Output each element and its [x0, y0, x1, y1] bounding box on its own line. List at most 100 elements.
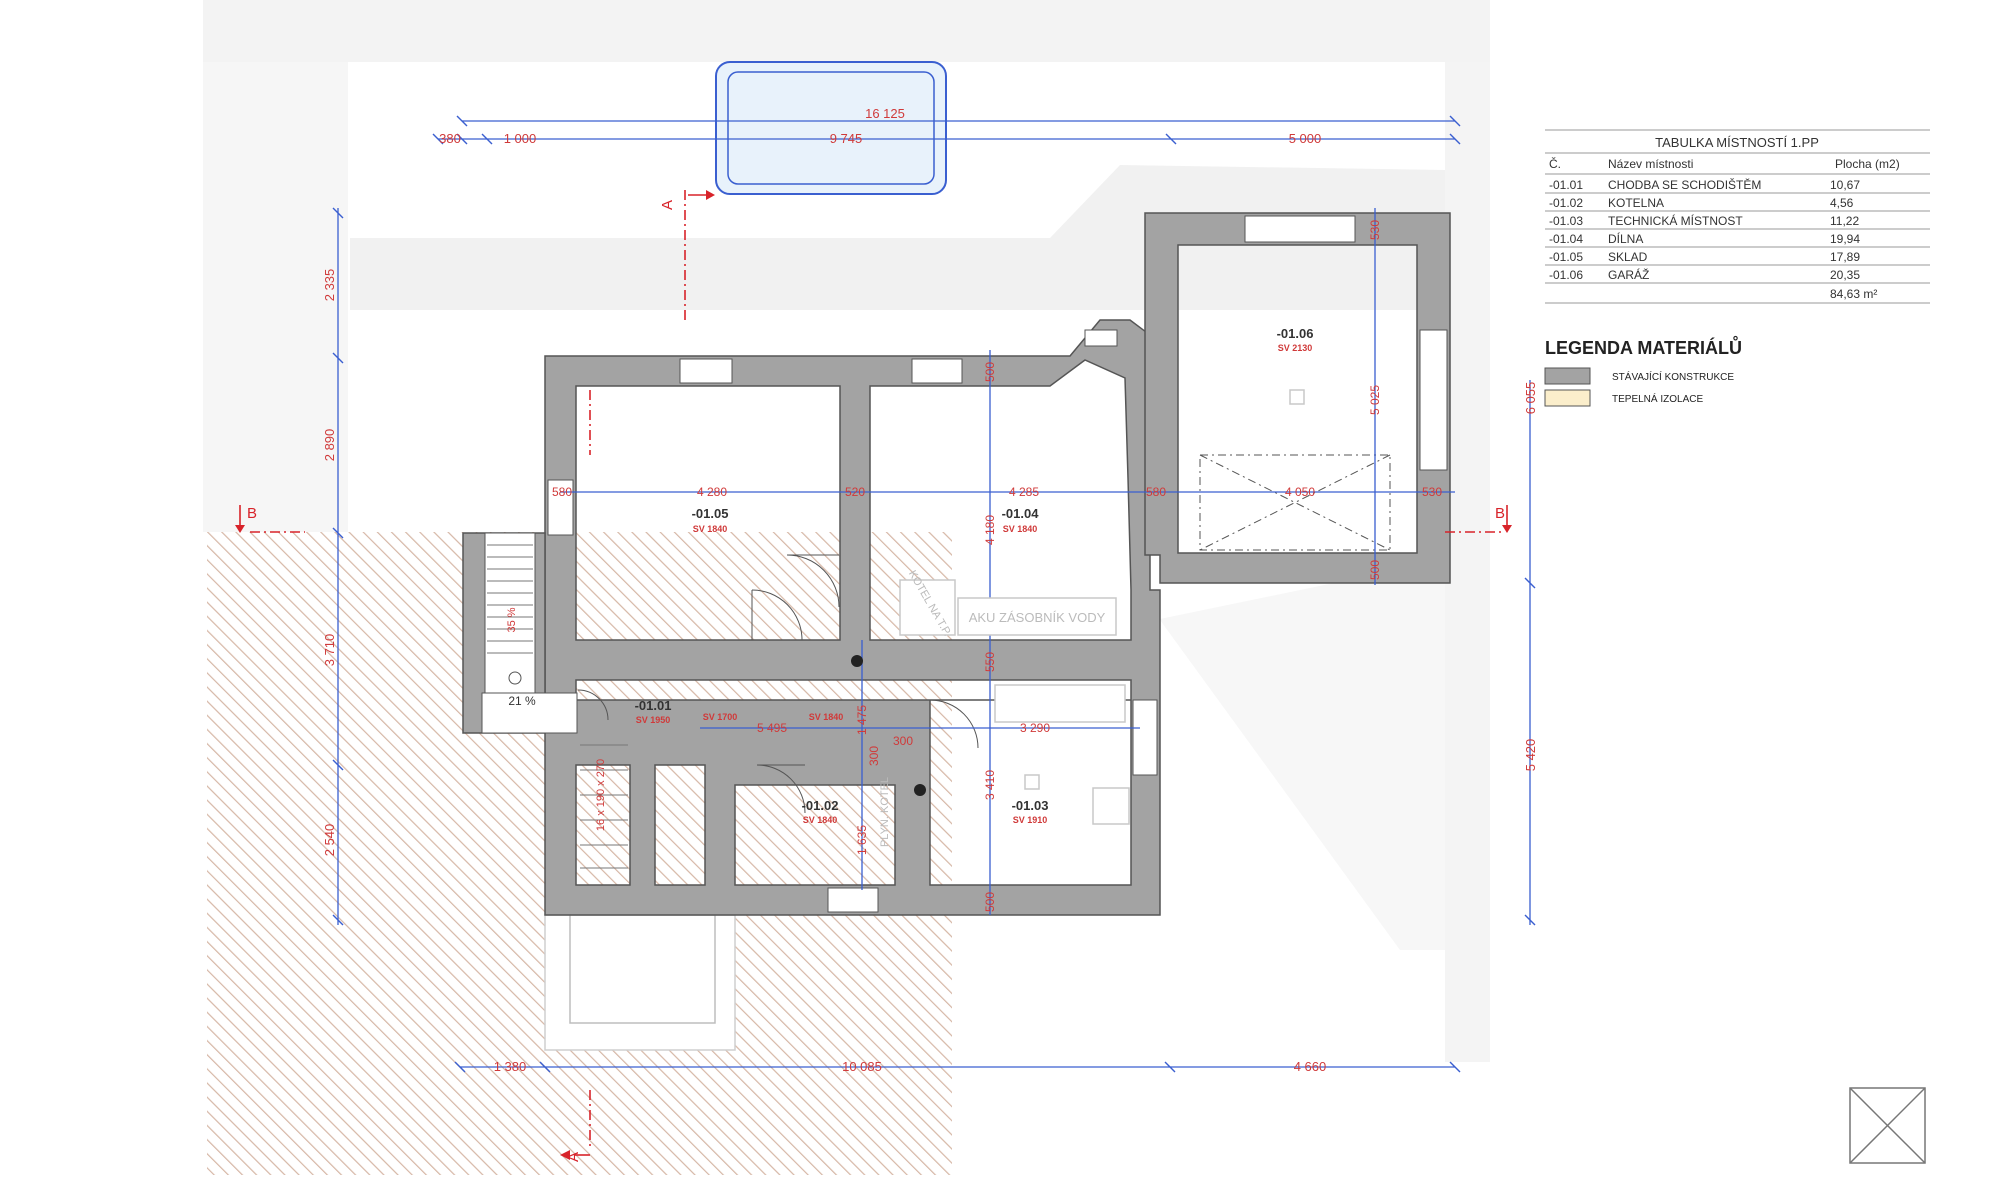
- corridor-sv-1840: SV 1840: [809, 712, 844, 722]
- boiler-ntp: [899, 579, 956, 636]
- dim-top-380: 380: [439, 131, 461, 146]
- dimension-ticks: [332, 115, 1536, 1073]
- pipe-nodes: [508, 655, 926, 796]
- stair-spec-label: 16 x 190 x 270: [595, 759, 607, 831]
- site-strip-top: [203, 0, 1490, 62]
- dim-right-5420: 5 420: [1523, 739, 1538, 772]
- room-id-01-05: -01.05: [692, 506, 729, 521]
- room-sv-01-03: SV 1910: [1013, 815, 1048, 825]
- tech-unit: [1092, 787, 1130, 825]
- table-row-5-no: -01.05: [1549, 250, 1583, 264]
- north-symbol: [1849, 1087, 1926, 1164]
- legend-swatch-insulation: [1544, 389, 1591, 407]
- dim-h-550: 550: [983, 652, 997, 672]
- legend-label-existing: STÁVAJÍCÍ KONSTRUKCE: [1612, 370, 1734, 383]
- exterior-step: [569, 914, 716, 1024]
- dim-top-total: 16 125: [865, 106, 905, 121]
- dim-h-300: 300: [867, 746, 881, 766]
- window-01-02-bottom: [827, 887, 879, 913]
- room-id-01-04: -01.04: [1002, 506, 1040, 521]
- dim-w-4050: 4 050: [1285, 485, 1315, 499]
- room-id-01-01: -01.01: [635, 698, 672, 713]
- dim-top-1000: 1 000: [504, 131, 537, 146]
- legend-title: LEGENDA MATERIÁLŮ: [1545, 336, 1742, 358]
- pool-inner: [727, 71, 935, 185]
- dim-w-4280: 4 280: [697, 485, 727, 499]
- dim-h-3410: 3 410: [983, 770, 997, 800]
- dim-h-500a: 500: [983, 362, 997, 382]
- site-right-slope: [1155, 560, 1445, 950]
- dim-w-520: 520: [845, 485, 865, 499]
- room-table-rows: -01.01 CHODBA SE SCHODIŠTĚM 10,67 -01.02…: [1545, 177, 1930, 304]
- table-row-4-name: DÍLNA: [1608, 231, 1643, 246]
- aku-label: AKU ZÁSOBNÍK VODY: [969, 610, 1106, 625]
- dim-bottom-10085: 10 085: [842, 1059, 882, 1074]
- section-a-top: A: [659, 200, 676, 210]
- garage-door-zone: [1199, 454, 1391, 551]
- dim-h-4180: 4 180: [983, 515, 997, 545]
- dim-w-4285: 4 285: [1009, 485, 1039, 499]
- dim-bottom-4660: 4 660: [1294, 1059, 1327, 1074]
- table-row-6-area: 20,35: [1830, 268, 1860, 282]
- room-id-01-06: -01.06: [1277, 326, 1314, 341]
- dim-h-500b: 500: [983, 892, 997, 912]
- table-row-5-name: SKLAD: [1608, 250, 1648, 264]
- corridor-sv-1700: SV 1700: [703, 712, 738, 722]
- dim-w-580b: 580: [1146, 485, 1166, 499]
- legend-label-insulation: TEPELNÁ IZOLACE: [1612, 392, 1703, 405]
- window-01-05-left: [547, 479, 574, 536]
- table-row-2-area: 4,56: [1830, 196, 1854, 210]
- dim-left-2890: 2 890: [322, 429, 337, 462]
- site-right-area: [1445, 62, 1490, 1062]
- dim-left-3710: 3 710: [322, 634, 337, 667]
- dim-top-9745: 9 745: [830, 131, 863, 146]
- legend-swatch-existing: [1544, 367, 1591, 385]
- window-bay: [1084, 329, 1118, 347]
- room-sv-01-04: SV 1840: [1003, 524, 1038, 534]
- dim-h-1635: 1 635: [855, 825, 869, 855]
- dim-w-530: 530: [1422, 485, 1442, 499]
- room-table: TABULKA MÍSTNOSTÍ 1.PP Č. Název místnost…: [1545, 129, 1930, 304]
- table-row-3-name: TECHNICKÁ MÍSTNOST: [1608, 213, 1743, 228]
- tech-drain: [1024, 774, 1040, 790]
- dim-right-6055: 6 055: [1523, 382, 1538, 415]
- doors: [577, 554, 979, 814]
- table-total: 84,63 m²: [1830, 287, 1877, 301]
- dim-h-5025: 5 025: [1368, 385, 1382, 415]
- plyn-kotel-label: PLYN. KOTEL: [879, 777, 891, 847]
- wall-garage: [1144, 212, 1451, 584]
- table-row-3-no: -01.03: [1549, 214, 1583, 228]
- table-row-3-area: 11,22: [1830, 214, 1859, 228]
- room-table-header-no: Č.: [1549, 156, 1561, 171]
- room-sv-01-02: SV 1840: [803, 815, 838, 825]
- slope-35-label: 35 %: [506, 607, 518, 632]
- dim-h-530: 530: [1368, 220, 1382, 240]
- room-table-header-name: Název místnosti: [1608, 157, 1693, 171]
- room-sv-01-01: SV 1950: [636, 715, 671, 725]
- room-id-01-02: -01.02: [802, 798, 839, 813]
- aku-tank: [957, 597, 1117, 636]
- room-id-01-03: -01.03: [1012, 798, 1049, 813]
- slope-21-label: 21 %: [508, 694, 536, 708]
- table-row-1-area: 10,67: [1830, 178, 1860, 192]
- room-sv-01-05: SV 1840: [693, 524, 728, 534]
- dim-w-300: 300: [893, 734, 913, 748]
- window-garage-top: [1244, 215, 1356, 243]
- dim-h-500c: 500: [1368, 560, 1382, 580]
- stair-landing: [481, 692, 578, 734]
- dim-bottom-1380: 1 380: [494, 1059, 527, 1074]
- window-01-03-right: [1132, 699, 1158, 776]
- room-sv-01-06: SV 2130: [1278, 343, 1313, 353]
- dim-h-1475: 1 475: [855, 705, 869, 735]
- table-row-6-name: GARÁŽ: [1608, 267, 1649, 282]
- table-row-2-no: -01.02: [1549, 196, 1583, 210]
- table-row-5-area: 17,89: [1830, 250, 1860, 264]
- windows: [547, 215, 1448, 913]
- fixtures: [899, 389, 1305, 825]
- window-01-04: [911, 358, 963, 384]
- walls: [462, 212, 1451, 916]
- window-garage-right: [1419, 329, 1448, 471]
- exterior-stair: [484, 532, 536, 694]
- table-row-1-name: CHODBA SE SCHODIŠTĚM: [1608, 177, 1761, 192]
